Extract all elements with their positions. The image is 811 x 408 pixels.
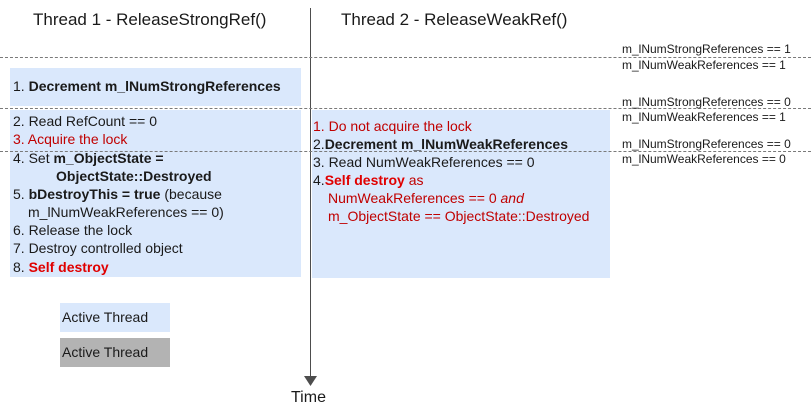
thread1-step-5: 5. bDestroyThis = true (because: [13, 185, 222, 203]
step-text: Acquire the lock: [27, 131, 128, 147]
thread1-step-8: 8. Self destroy: [13, 258, 109, 276]
step-text: Do not acquire the lock: [328, 118, 472, 134]
thread1-step-2: 2. Read RefCount == 0: [13, 113, 157, 129]
time-label: Time: [291, 389, 326, 406]
step-number: 1.: [313, 118, 329, 134]
step-text-bold: Self destroy: [324, 172, 405, 188]
thread1-block-a: [10, 68, 301, 106]
step-text: Decrement m_lNumWeakReferences: [324, 136, 568, 152]
thread1-step-1: 1. Decrement m_lNumStrongReferences: [13, 77, 281, 95]
thread2-step-1: 1. Do not acquire the lock: [313, 117, 472, 135]
annotation-1-strong: m_lNumStrongReferences == 1: [622, 42, 791, 56]
step-number: 5.: [13, 186, 29, 202]
step-text: Decrement m_lNumStrongReferences: [28, 78, 281, 94]
thread1-step-7: 7. Destroy controlled object: [13, 240, 183, 256]
thread2-step-3: 3. Read NumWeakReferences == 0: [313, 154, 535, 170]
thread1-step-4-cont: ObjectState::Destroyed: [56, 168, 212, 184]
thread2-block: [312, 110, 610, 278]
thread1-step-3: 3. Acquire the lock: [13, 130, 127, 148]
step-number: 3.: [13, 131, 28, 147]
thread2-header: Thread 2 - ReleaseWeakRef(): [341, 10, 568, 29]
timeline-axis: [310, 8, 311, 382]
legend-inactive-thread: Active Thread: [60, 338, 170, 367]
step-text-bold: bDestroyThis = true: [28, 186, 161, 202]
timeline-arrowhead: [304, 376, 317, 386]
step-text: NumWeakReferences == 0: [328, 190, 501, 206]
step-number: 4.: [313, 172, 325, 188]
step-number: 4. Set: [13, 150, 54, 166]
thread2-step-4-cont: NumWeakReferences == 0 and: [328, 189, 524, 207]
separator-1: [0, 57, 811, 58]
thread2-step-4: 4.Self destroy as: [313, 171, 424, 189]
step-text: Self destroy: [28, 259, 109, 275]
thread1-block-b: [10, 110, 301, 277]
annotation-3-weak: m_lNumWeakReferences == 0: [622, 152, 786, 166]
thread1-step-4: 4. Set m_ObjectState =: [13, 149, 164, 167]
step-number: 8.: [13, 259, 29, 275]
separator-3: [0, 151, 811, 152]
separator-2: [0, 108, 811, 109]
thread2-step-4-cont-2: m_ObjectState == ObjectState::Destroyed: [328, 208, 590, 224]
annotation-2-weak: m_lNumWeakReferences == 1: [622, 110, 786, 124]
thread2-step-2: 2.Decrement m_lNumWeakReferences: [313, 135, 568, 153]
annotation-3-strong: m_lNumStrongReferences == 0: [622, 137, 791, 151]
step-number: 2.: [313, 136, 325, 152]
annotation-1-weak: m_lNumWeakReferences == 1: [622, 58, 786, 72]
annotation-2-strong: m_lNumStrongReferences == 0: [622, 95, 791, 109]
step-text-italic: and: [500, 190, 524, 206]
step-text: as: [404, 172, 424, 188]
step-text: (because: [160, 186, 222, 202]
thread1-header: Thread 1 - ReleaseStrongRef(): [33, 10, 267, 29]
thread1-step-6: 6. Release the lock: [13, 222, 133, 238]
legend-active-thread: Active Thread: [60, 303, 170, 332]
step-text: m_ObjectState =: [53, 150, 164, 166]
step-number: 1.: [13, 78, 29, 94]
thread1-step-5-cont: m_lNumWeakReferences == 0): [28, 204, 224, 220]
